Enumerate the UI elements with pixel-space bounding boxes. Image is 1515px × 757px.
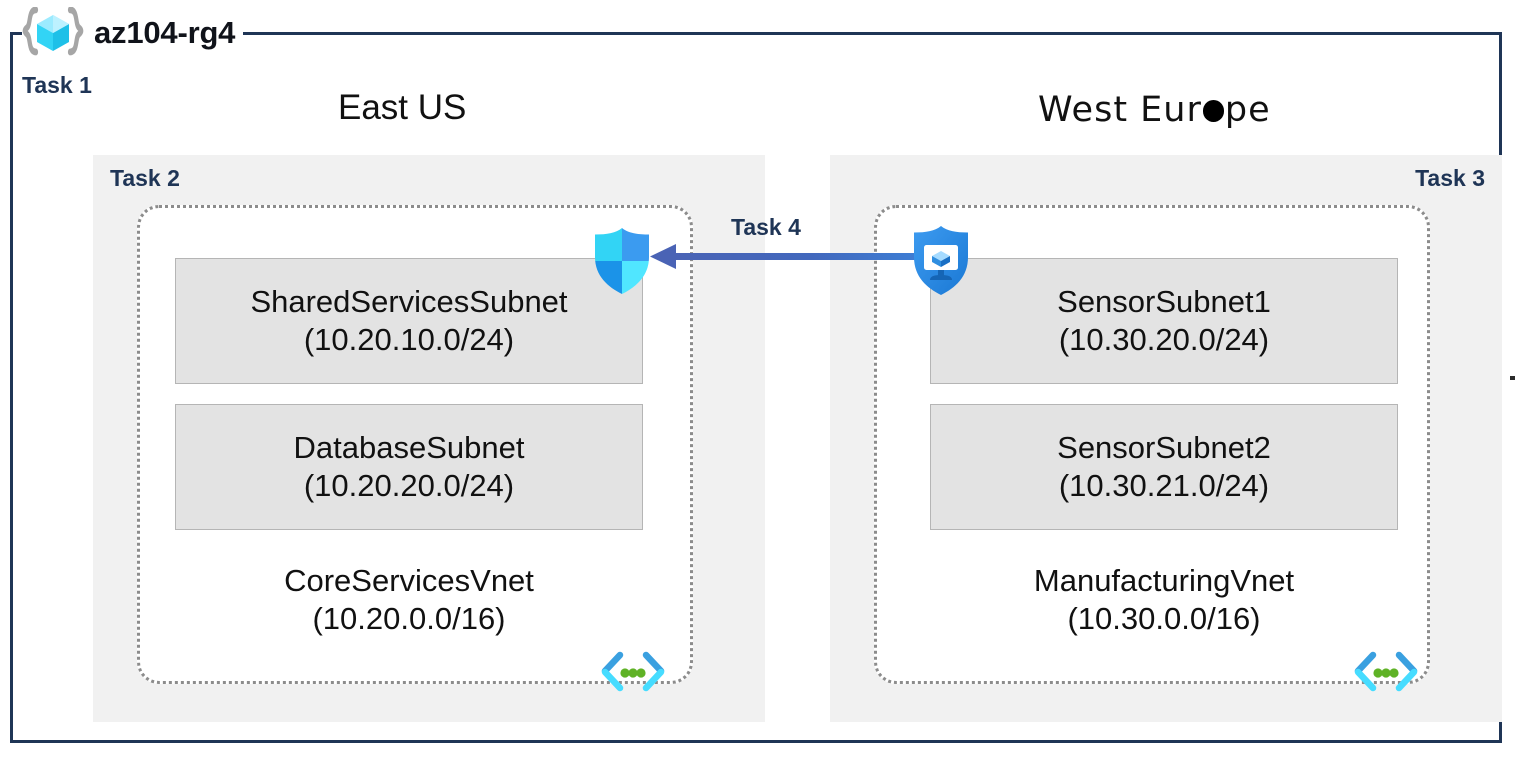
task-label-1: Task 1	[22, 72, 96, 99]
subnet-sharedservicessubnet: SharedServicesSubnet (10.20.10.0/24)	[175, 258, 643, 384]
region-title-east-us: East US	[338, 88, 467, 127]
resource-group-title: az104-rg4	[22, 7, 244, 59]
task-label-4: Task 4	[731, 214, 801, 240]
vnet-cidr: (10.30.0.0/16)	[1067, 600, 1261, 636]
virtual-network-icon	[1353, 650, 1419, 694]
subnet-name: DatabaseSubnet	[293, 430, 525, 466]
task-label-3: Task 3	[1415, 165, 1485, 191]
subnet-name: SensorSubnet1	[1057, 284, 1271, 320]
virtual-network-icon	[600, 650, 666, 694]
subnet-cidr: (10.20.20.0/24)	[303, 468, 515, 503]
vnet-cidr: (10.20.0.0/16)	[312, 600, 506, 636]
resource-group-name: az104-rg4	[94, 15, 236, 50]
subnet-cidr: (10.30.21.0/24)	[1058, 468, 1270, 503]
subnet-sensorsubnet1: SensorSubnet1 (10.30.20.0/24)	[930, 258, 1398, 384]
edge-artifact	[1510, 376, 1515, 380]
subnet-databasesubnet: DatabaseSubnet (10.20.20.0/24)	[175, 404, 643, 530]
bastion-shield-icon	[908, 224, 974, 298]
vnet-label-coreservicesvnet: CoreServicesVnet (10.20.0.0/16)	[175, 562, 643, 638]
filled-o-glyph	[1202, 100, 1225, 122]
resource-group-cube-icon	[22, 7, 84, 59]
subnet-sensorsubnet2: SensorSubnet2 (10.30.21.0/24)	[930, 404, 1398, 530]
firewall-shield-icon	[589, 226, 655, 296]
peering-arrow	[650, 238, 925, 280]
vnet-name: CoreServicesVnet	[284, 563, 534, 598]
task-label-2: Task 2	[110, 165, 180, 191]
subnet-cidr: (10.20.10.0/24)	[303, 322, 515, 357]
vnet-label-manufacturingvnet: ManufacturingVnet (10.30.0.0/16)	[930, 562, 1398, 638]
vnet-name: ManufacturingVnet	[1033, 563, 1295, 598]
subnet-name: SensorSubnet2	[1057, 430, 1271, 466]
subnet-name: SharedServicesSubnet	[250, 284, 568, 320]
subnet-cidr: (10.30.20.0/24)	[1058, 322, 1270, 357]
